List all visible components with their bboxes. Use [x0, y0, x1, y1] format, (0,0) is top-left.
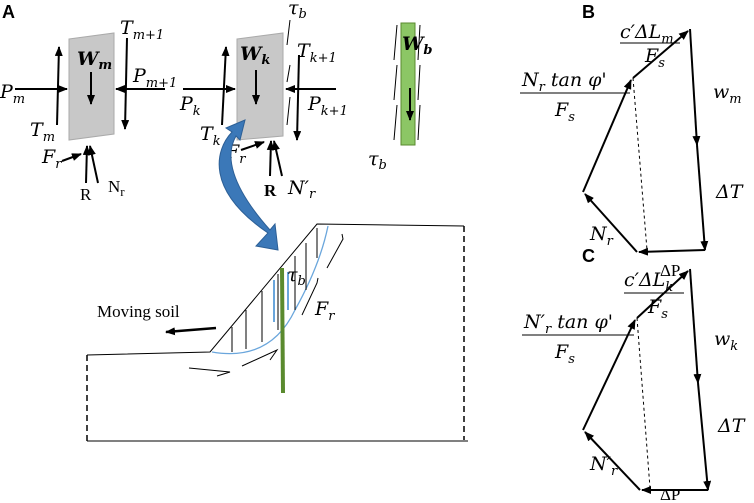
- n-r-arrow: [272, 140, 283, 177]
- friction-denominator: Fs: [554, 99, 575, 125]
- t-m-label: Tm: [30, 119, 55, 145]
- slice-lines: [231, 228, 318, 352]
- n-r-label: Nr: [108, 177, 125, 199]
- normal-vector: [584, 431, 641, 491]
- pile-shear-arrows: [273, 272, 289, 322]
- n-r-arrow: [87, 145, 99, 184]
- friction-arrows: [301, 233, 344, 316]
- p-m-label: Pm: [0, 81, 25, 107]
- slope-model: Moving soil τb Fr: [86, 119, 468, 442]
- weight-label: wk: [714, 328, 738, 354]
- t-k1-arrow: [293, 54, 302, 141]
- weight-vector: [689, 28, 701, 146]
- pile-shear-ticks: [393, 24, 421, 141]
- delta-p-label: ΔP: [660, 485, 680, 503]
- friction-vector: [582, 319, 636, 431]
- delta-t-vector: [697, 382, 712, 491]
- force-polygon-c: c′ΔLk Fs N′r tan φ' Fs wk ΔT ΔP N′r: [522, 268, 746, 503]
- tau-b-label: τb: [288, 0, 307, 22]
- tau-b-label: τb: [368, 148, 387, 173]
- t-m1-arrow: [121, 37, 130, 130]
- delta-t-label: ΔT: [715, 181, 744, 203]
- f-r-arrow: [240, 141, 265, 151]
- p-k1-label: Pk+1: [307, 93, 348, 119]
- f-r-arrow: [61, 153, 82, 162]
- t-m1-label: Tm+1: [120, 17, 164, 43]
- slice-m: Wm Pm Pm+1 Tm Tm+1 Fr R Nr: [0, 17, 177, 204]
- friction-numerator: N′r tan φ': [523, 311, 613, 337]
- moving-soil-arrow: [165, 326, 217, 336]
- p-m1-label: Pm+1: [132, 65, 177, 91]
- delta-t-label: ΔT: [717, 415, 746, 437]
- f-r-label: Fr: [314, 298, 335, 324]
- p-k-label: Pk: [179, 93, 201, 119]
- delta-t-vector: [696, 144, 709, 251]
- cohesion-numerator: c′ΔLm: [620, 21, 674, 47]
- w-b-label: Wb: [402, 33, 432, 58]
- w-m-label: Wm: [77, 48, 112, 73]
- t-k1-label: Tk+1: [297, 40, 337, 66]
- slice-k: Wk Pk Pk+1 Tk Tk+1 τb Fr R N′r: [179, 0, 348, 202]
- cohesion-denominator: Fs: [644, 45, 665, 71]
- normal-vector: [584, 193, 638, 253]
- tau-b-label: τb: [287, 264, 306, 289]
- friction-numerator: Nr tan φ': [521, 69, 607, 95]
- t-k-label: Tk: [200, 123, 221, 149]
- slope-surface: [86, 223, 465, 356]
- r-arrow: [266, 140, 275, 177]
- slice-k-block: [236, 32, 284, 141]
- panel-label-a: A: [2, 2, 15, 22]
- cohesion-vector: [632, 30, 689, 79]
- force-polygon-b: c′ΔLm Fs Nr tan φ' Fs wm ΔT ΔP Nr: [520, 21, 744, 280]
- friction-vector: [582, 79, 632, 193]
- normal-label: N′r: [589, 453, 618, 479]
- t-k-arrow: [221, 46, 230, 126]
- pile[interactable]: [280, 267, 285, 394]
- cohesion-vector: [636, 270, 689, 319]
- weight-vector: [689, 268, 702, 384]
- r-label: R: [80, 185, 92, 204]
- cohesion-numerator: c′ΔLk: [624, 269, 673, 295]
- base-shear-arrows: [188, 348, 279, 377]
- dashed-line: [636, 317, 651, 489]
- pile-element: Wb τb: [368, 22, 432, 173]
- tau-b-ticks: [286, 19, 291, 126]
- w-k-label: Wk: [240, 43, 270, 68]
- delta-p-label: ΔP: [660, 261, 680, 280]
- panel-label-c: C: [582, 246, 595, 266]
- r-label: R: [264, 181, 277, 200]
- normal-label: Nr: [589, 223, 614, 249]
- cohesion-denominator: Fs: [647, 296, 668, 322]
- moving-soil-label: Moving soil: [97, 302, 180, 321]
- t-m-arrow: [54, 46, 63, 126]
- f-r-label: Fr: [41, 146, 62, 172]
- friction-denominator: Fs: [554, 341, 575, 367]
- zoom-arrow-icon: [218, 119, 279, 251]
- weight-label: wm: [713, 81, 742, 107]
- dashed-line: [632, 77, 648, 251]
- r-arrow: [82, 145, 91, 184]
- panel-label-b: B: [582, 2, 595, 22]
- delta-p-vector: [638, 247, 706, 256]
- n-r-label: N′r: [287, 177, 316, 202]
- slip-surface: [211, 225, 329, 355]
